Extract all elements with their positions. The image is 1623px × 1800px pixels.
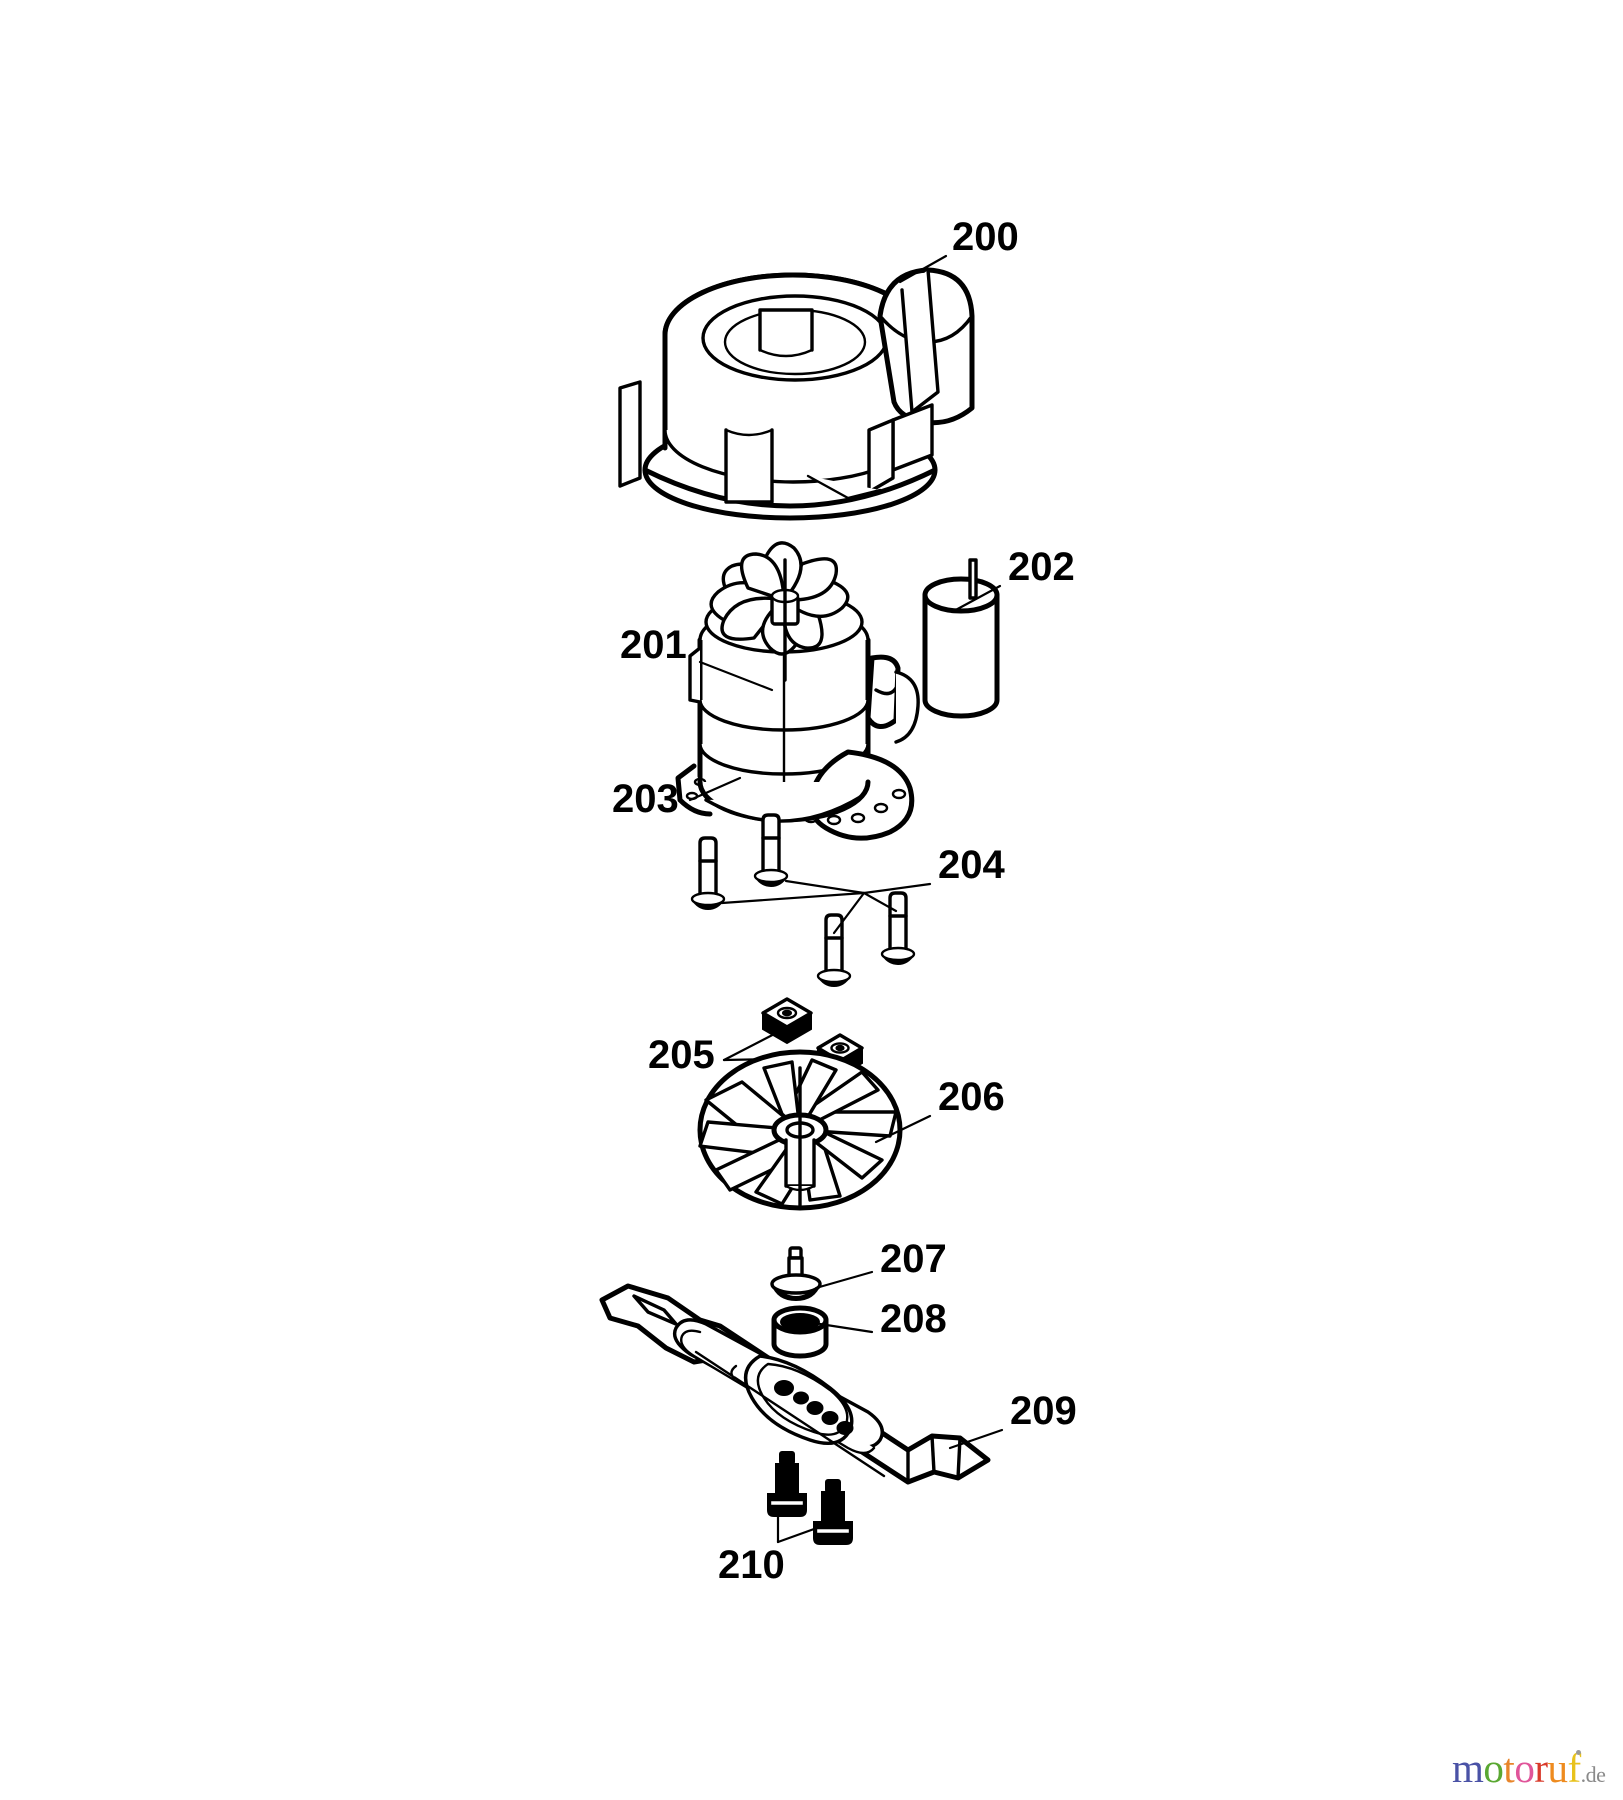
part-204-motor-mounting-screws: 204 [690, 813, 1005, 988]
leader-208 [818, 1322, 874, 1334]
leader-210-b [776, 1522, 830, 1544]
blade-mount-pad [743, 1354, 854, 1445]
callout-label-206: 206 [938, 1075, 1005, 1119]
leader-204-c [832, 891, 866, 935]
callout-label-210: 210 [718, 1543, 785, 1587]
logo-letter-o1: o [1483, 1745, 1504, 1791]
leader-204-a [720, 891, 866, 905]
screw-204-a [690, 836, 726, 911]
screw-204-b [753, 813, 789, 888]
callout-label-204: 204 [938, 843, 1005, 887]
logo-accent-dot [1576, 1750, 1581, 1755]
screw-204-d [880, 891, 916, 966]
logo-letter-m: m [1452, 1745, 1484, 1791]
bolt-210-a [767, 1451, 807, 1517]
part-209-cutting-blade: 209 [599, 1283, 1077, 1485]
leader-201 [698, 660, 774, 692]
logo-letter-r: r [1534, 1745, 1548, 1791]
callout-label-209: 209 [1010, 1389, 1077, 1433]
motoruf-watermark: motoruf.de [1452, 1745, 1606, 1791]
callout-label-200: 200 [952, 215, 1019, 259]
logo-letter-o2: o [1514, 1745, 1535, 1791]
leader-203 [688, 776, 742, 802]
logo-letter-t: t [1503, 1745, 1515, 1791]
leader-209 [948, 1428, 1004, 1450]
callout-label-202: 202 [1008, 545, 1075, 589]
logo-letter-f: f [1567, 1745, 1581, 1791]
leader-206 [874, 1114, 932, 1144]
part-206-cooling-fan-impeller: 206 [697, 1049, 1005, 1211]
part-208-blade-spacer-bushing: 208 [771, 1297, 947, 1359]
part-210-blade-fixing-bolts: 210 [718, 1451, 853, 1587]
callout-label-208: 208 [880, 1297, 947, 1341]
leader-205-a [722, 1026, 788, 1062]
part-203-motor-mounting-flange: 203 [612, 749, 915, 841]
screw-204-c [816, 913, 852, 988]
part-200-motor-housing-cover: 200 [618, 215, 1019, 521]
callout-label-203: 203 [612, 777, 679, 821]
leader-204-b [784, 879, 866, 895]
leader-204-main [862, 882, 932, 895]
bolt-210-b [813, 1479, 853, 1545]
part-201-electric-motor: 203 201 [612, 541, 920, 841]
motor-internal-fan [704, 541, 864, 682]
callout-label-205: 205 [648, 1033, 715, 1077]
leader-200 [898, 254, 948, 284]
leader-207 [814, 1270, 874, 1290]
callout-label-207: 207 [880, 1237, 947, 1281]
leader-202 [950, 584, 1002, 614]
logo-suffix: .de [1580, 1762, 1606, 1787]
logo-letter-u: u [1547, 1745, 1568, 1791]
callout-label-201: 201 [620, 623, 687, 667]
leader-204-d [862, 891, 898, 913]
part-207-blade-bolt: 207 [770, 1237, 947, 1302]
part-202-capacitor: 202 [922, 545, 1075, 719]
nut-205-a [761, 997, 813, 1045]
